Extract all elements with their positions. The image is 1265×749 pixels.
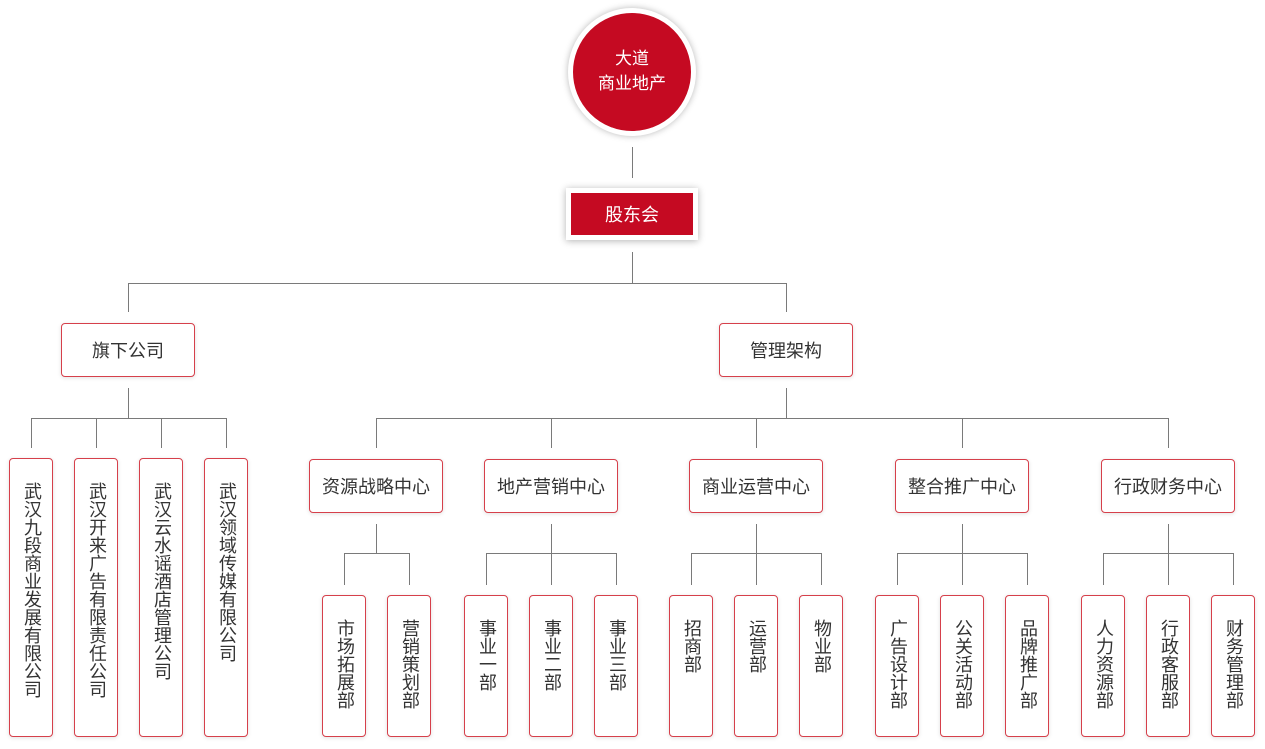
department-node: 事业三部 [594, 595, 638, 737]
shareholders-label: 股东会 [605, 205, 659, 226]
root-node: 大道 商业地产 [568, 8, 696, 136]
subsidiary-company-node: 武汉云水谣酒店管理公司 [139, 458, 183, 737]
connector-board-to-branches [128, 252, 787, 312]
department-node: 公关活动部 [940, 595, 984, 737]
department-node: 品牌推广部 [1005, 595, 1049, 737]
department-label: 物业部 [811, 619, 832, 673]
connector-management [376, 388, 1169, 448]
root-name-line: 商业地产 [598, 74, 666, 94]
connector-center-promotion [897, 524, 1028, 585]
department-label: 事业二部 [541, 619, 562, 691]
department-node: 行政客服部 [1146, 595, 1190, 737]
department-label: 财务管理部 [1223, 619, 1244, 709]
subsidiary-company-node: 武汉领域传媒有限公司 [204, 458, 248, 737]
department-label: 人力资源部 [1093, 619, 1114, 709]
department-label: 市场拓展部 [334, 619, 355, 709]
management-label: 管理架构 [750, 341, 822, 362]
subsidiary-company-label: 武汉云水谣酒店管理公司 [151, 482, 172, 680]
shareholders-node: 股东会 [566, 188, 698, 240]
center-label: 商业运营中心 [702, 477, 810, 498]
center-node: 行政财务中心 [1101, 459, 1235, 513]
connector-center-marketing [486, 524, 617, 585]
department-node: 招商部 [669, 595, 713, 737]
center-label: 资源战略中心 [322, 477, 430, 498]
connector-subsidiaries [31, 388, 227, 448]
center-label: 整合推广中心 [908, 477, 1016, 498]
department-node: 营销策划部 [387, 595, 431, 737]
department-label: 事业一部 [476, 619, 497, 691]
subsidiary-company-label: 武汉领域传媒有限公司 [216, 482, 237, 662]
department-label: 运营部 [746, 619, 767, 673]
center-label: 行政财务中心 [1114, 477, 1222, 498]
department-node: 事业一部 [464, 595, 508, 737]
center-node: 资源战略中心 [309, 459, 443, 513]
root-name-line: 大道 [615, 49, 649, 69]
department-label: 品牌推广部 [1017, 619, 1038, 709]
department-label: 行政客服部 [1158, 619, 1179, 709]
department-label: 公关活动部 [952, 619, 973, 709]
center-node: 商业运营中心 [689, 459, 823, 513]
subsidiaries-label: 旗下公司 [92, 341, 164, 362]
center-node: 地产营销中心 [484, 459, 618, 513]
department-label: 事业三部 [606, 619, 627, 691]
department-node: 事业二部 [529, 595, 573, 737]
department-label: 广告设计部 [887, 619, 908, 709]
connector-center-admin-finance [1103, 524, 1234, 585]
department-label: 营销策划部 [399, 619, 420, 709]
center-label: 地产营销中心 [497, 477, 605, 498]
department-node: 人力资源部 [1081, 595, 1125, 737]
management-node: 管理架构 [719, 323, 853, 377]
subsidiary-company-node: 武汉九段商业发展有限公司 [9, 458, 53, 737]
department-node: 运营部 [734, 595, 778, 737]
department-node: 市场拓展部 [322, 595, 366, 737]
department-label: 招商部 [681, 619, 702, 673]
department-node: 财务管理部 [1211, 595, 1255, 737]
subsidiaries-node: 旗下公司 [61, 323, 195, 377]
subsidiary-company-label: 武汉开来广告有限责任公司 [86, 482, 107, 698]
department-node: 广告设计部 [875, 595, 919, 737]
department-node: 物业部 [799, 595, 843, 737]
connector-center-resource [344, 524, 410, 585]
center-node: 整合推广中心 [895, 459, 1029, 513]
subsidiary-company-label: 武汉九段商业发展有限公司 [21, 482, 42, 698]
connector-center-operations [691, 524, 822, 585]
subsidiary-company-node: 武汉开来广告有限责任公司 [74, 458, 118, 737]
